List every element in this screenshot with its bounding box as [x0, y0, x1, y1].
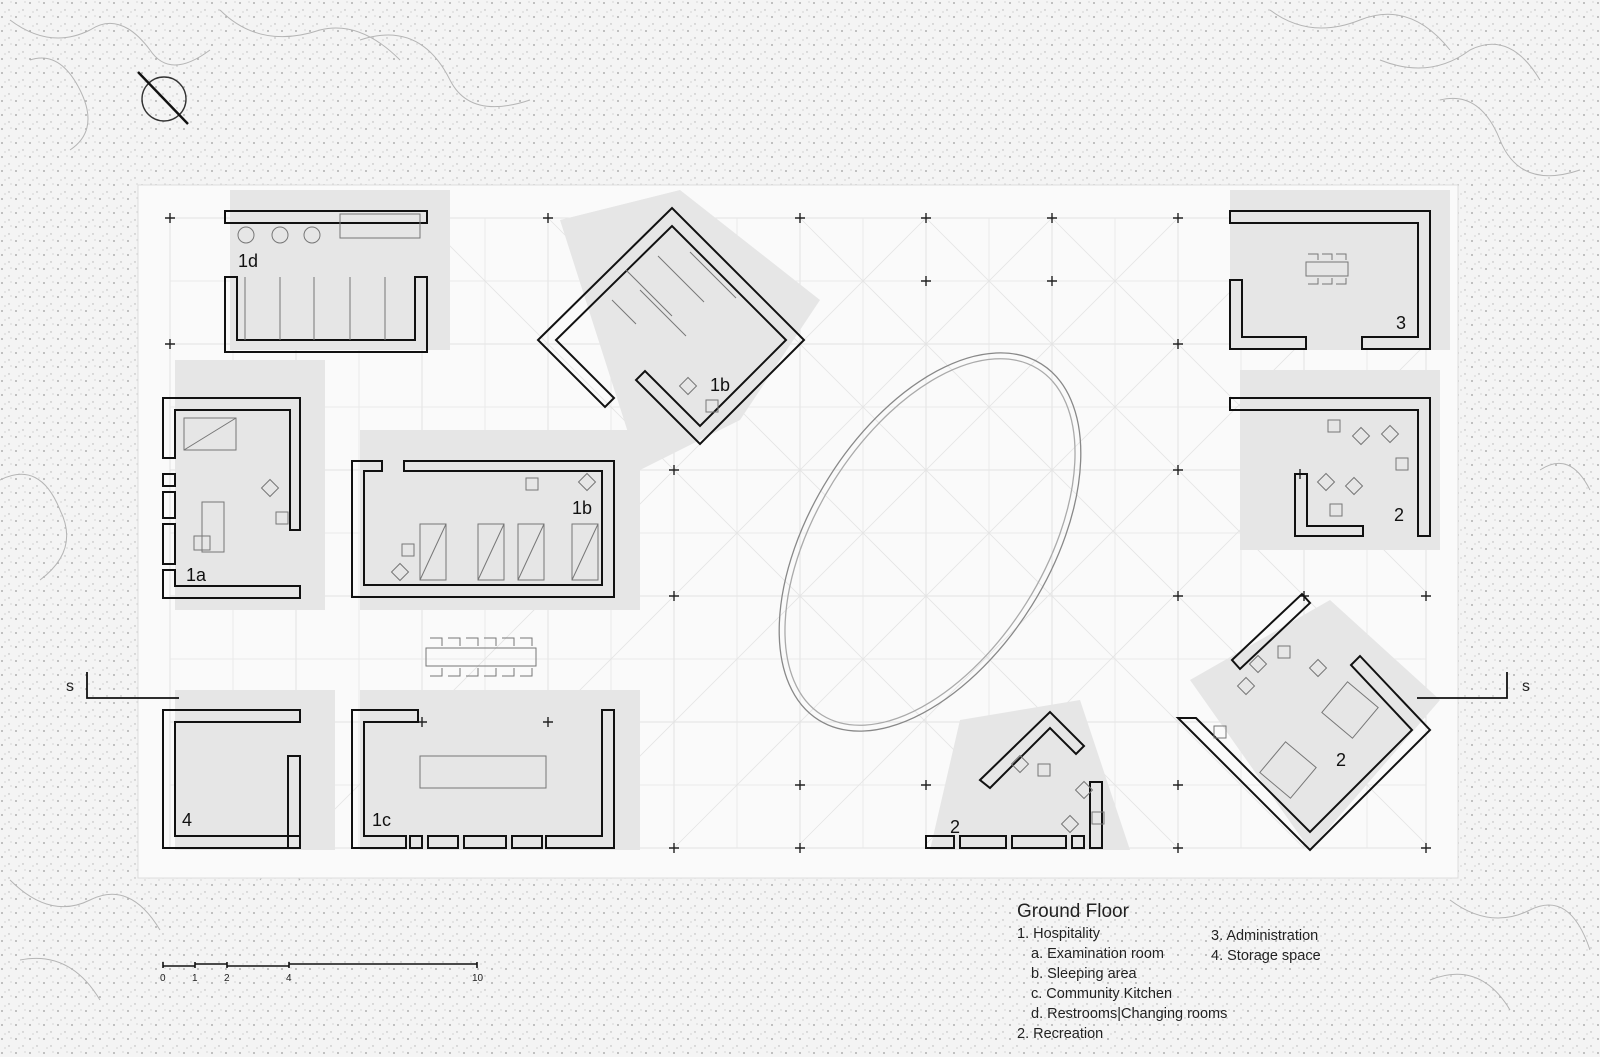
scale-label-1: 1: [192, 973, 198, 984]
legend-item-kitchen: c. Community Kitchen: [1031, 986, 1173, 1002]
legend-column-left: Ground Floor 1. Hospitality a. Examinati…: [1017, 902, 1257, 1044]
room-label-1c: 1c: [372, 810, 391, 830]
central-ellipse: [778, 352, 1082, 732]
legend-item-examination: a. Examination room: [1031, 946, 1164, 962]
room-label-2-diag: 2: [1336, 750, 1346, 770]
room-label-1a: 1a: [186, 565, 207, 585]
room-label-3: 3: [1396, 313, 1406, 333]
legend-item-storage: 4. Storage space: [1211, 948, 1321, 964]
legend-item-administration: 3. Administration: [1211, 928, 1319, 944]
section-label-left: s: [66, 678, 74, 695]
legend-title: Ground Floor: [1017, 901, 1129, 922]
scale-label-2: 2: [224, 973, 230, 984]
grid-markers: [165, 213, 1431, 853]
room-label-1b-top: 1b: [710, 375, 730, 395]
north-arrow: [137, 71, 189, 125]
section-line-left: [86, 672, 179, 699]
vegetation: [0, 9, 1591, 1011]
legend-column-right: 3. Administration 4. Storage space: [1211, 926, 1371, 966]
room-label-1d: 1d: [238, 251, 258, 271]
scale-label-4: 4: [286, 973, 292, 984]
furniture: [183, 213, 1409, 834]
legend-item-hospitality: 1. Hospitality: [1017, 926, 1101, 942]
diagonal-walls: [536, 206, 1432, 852]
walls: [162, 210, 1431, 849]
scale-label-0: 0: [160, 973, 166, 984]
section-line-right: [1417, 672, 1508, 699]
legend-item-recreation: 2. Recreation: [1017, 1026, 1104, 1042]
room-label-2-right: 2: [1394, 505, 1404, 525]
scale-bar: [162, 962, 478, 968]
legend-item-sleeping: b. Sleeping area: [1031, 966, 1137, 982]
section-label-right: s: [1522, 678, 1530, 695]
legend-item-restrooms: d. Restrooms|Changing rooms: [1031, 1006, 1228, 1022]
room-label-4: 4: [182, 810, 192, 830]
room-label-2-bottom: 2: [950, 817, 960, 837]
scale-label-10: 10: [472, 973, 484, 984]
room-label-1b-mid: 1b: [572, 498, 592, 518]
